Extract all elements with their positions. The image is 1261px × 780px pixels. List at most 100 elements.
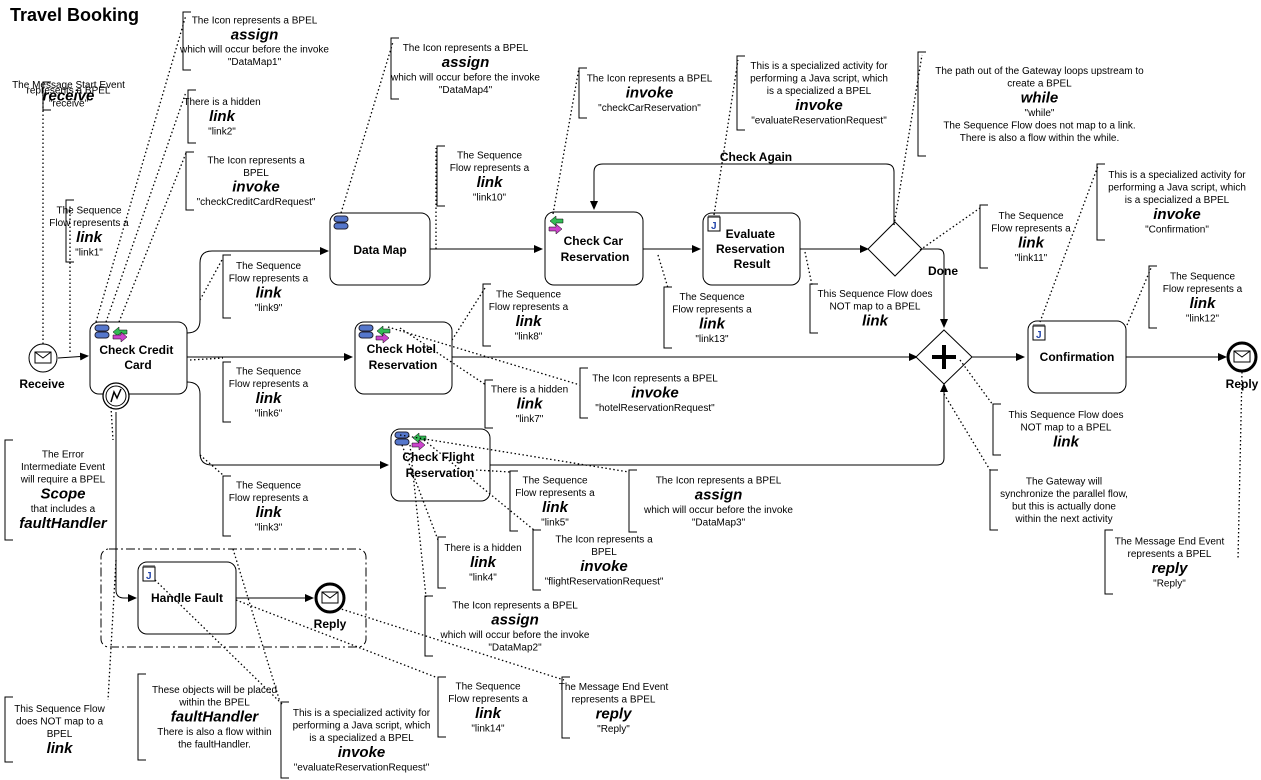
task-label: Evaluate Reservation Result — [716, 227, 788, 271]
annotation-line: "link13" — [695, 334, 729, 345]
annotation-bracket — [532, 529, 541, 591]
receive-start-event[interactable]: Receive — [19, 343, 65, 391]
annotation-line: "link6" — [255, 408, 283, 419]
annotation-line: reply — [1152, 560, 1189, 577]
annotation-line: "DataMap3" — [692, 517, 746, 528]
annotation-bracket — [561, 676, 570, 739]
task-label-line: Check Car — [564, 234, 624, 248]
annotation-line: link — [862, 313, 888, 330]
event-label: Reply — [1226, 377, 1259, 391]
assoc-link14 — [235, 599, 439, 679]
annotation-line: This Sequence Flow does — [1008, 410, 1123, 421]
task-confirmation[interactable]: J Confirmation — [1027, 320, 1127, 394]
flow-flight-to-join — [490, 383, 948, 466]
plus-icon — [932, 345, 956, 369]
task-check-flight-reservation[interactable]: Check Flight Reservation — [390, 428, 491, 502]
annotation-line: "link14" — [471, 723, 505, 734]
annotation-line: link — [477, 174, 503, 191]
annotation-bracket — [736, 55, 745, 131]
annotation-line: "link3" — [255, 522, 283, 533]
error-intermediate-event[interactable] — [102, 382, 130, 410]
assoc-link11 — [919, 207, 981, 251]
annotation-line: link — [209, 108, 235, 125]
annotation-line: "checkCarReservation" — [598, 103, 701, 114]
annotation-line: invoke — [232, 179, 280, 196]
assign-invoke-icon — [358, 324, 391, 344]
task-handle-fault[interactable]: J Handle Fault — [137, 561, 237, 635]
assoc-invoke-car — [552, 67, 580, 215]
task-check-car-reservation[interactable]: Check Car Reservation — [544, 211, 644, 286]
annotation-bracket — [992, 403, 1001, 456]
annotation-bracket — [424, 595, 433, 657]
task-data-map[interactable]: Data Map — [329, 212, 431, 286]
annotation-bracket — [42, 81, 51, 111]
annotation-line: Flow represents a — [49, 218, 129, 229]
annotation-line: does NOT map to a — [16, 716, 104, 727]
annotation-line: The Sequence — [455, 681, 520, 692]
annotation-line: receive — [43, 88, 95, 105]
annotation-line: assign — [695, 486, 743, 503]
flow-done-to-join — [920, 248, 948, 328]
assoc-link6 — [189, 357, 224, 361]
flow-receive-to-credit-card — [57, 352, 89, 361]
annotation-line: link — [256, 390, 282, 407]
annotation-bracket — [65, 199, 74, 263]
task-label: Check Flight Reservation — [402, 450, 477, 480]
annotation-bracket — [187, 89, 196, 144]
annotation-bracket — [137, 673, 146, 761]
annotation-line: The Error — [42, 450, 85, 461]
reply-end-event[interactable]: Reply — [1226, 341, 1259, 391]
annotation-line: "DataMap1" — [228, 57, 282, 68]
annotation-line: "link7" — [516, 414, 544, 425]
svg-text:J: J — [146, 571, 152, 582]
task-check-hotel-reservation[interactable]: Check Hotel Reservation — [354, 321, 453, 395]
sequence-flows — [57, 163, 1227, 602]
annotation-line: The Message End Event — [559, 682, 669, 693]
task-check-credit-card[interactable]: Check Credit Card — [89, 321, 188, 395]
parallel-join-gateway[interactable] — [915, 329, 973, 385]
diagram-title: Travel Booking — [10, 5, 139, 25]
fault-reply-end-event[interactable]: Reply — [314, 582, 347, 631]
annotation-line: link — [542, 499, 568, 516]
annotation-line: "Confirmation" — [1145, 225, 1209, 236]
svg-text:J: J — [711, 221, 717, 232]
annotation-line: The Icon represents a — [207, 155, 305, 166]
task-label: Confirmation — [1040, 350, 1115, 364]
annotation-bracket — [1104, 529, 1113, 595]
annotation-bracket — [4, 439, 13, 541]
flow-label-check-again: Check Again — [720, 150, 792, 164]
decision-gateway[interactable] — [867, 221, 923, 277]
annotation-line: This Sequence Flow does — [817, 289, 932, 300]
event-label: Receive — [19, 377, 65, 391]
java-script-icon: J — [707, 215, 721, 232]
assoc-js-fault — [154, 579, 283, 705]
annotation-line: This is a specialized activity for — [750, 61, 888, 72]
assoc-nomap1 — [804, 251, 813, 286]
task-label-line: Check Flight — [402, 450, 474, 464]
annotation-line: within the BPEL — [178, 698, 250, 709]
assoc-faulthandler — [232, 548, 281, 703]
task-evaluate-reservation-result[interactable]: J Evaluate Reservation Result — [702, 212, 801, 286]
annotation-line: represents a BPEL — [27, 86, 111, 97]
annotation-line: These objects will be placed — [152, 685, 277, 696]
annotation-line: Flow represents a — [229, 493, 309, 504]
annotation-line: "link11" — [1015, 253, 1048, 264]
assoc-while — [893, 54, 923, 226]
annotation-line: The Sequence — [236, 261, 301, 272]
annotation-bracket — [628, 469, 637, 533]
annotation-bracket — [1148, 265, 1157, 329]
